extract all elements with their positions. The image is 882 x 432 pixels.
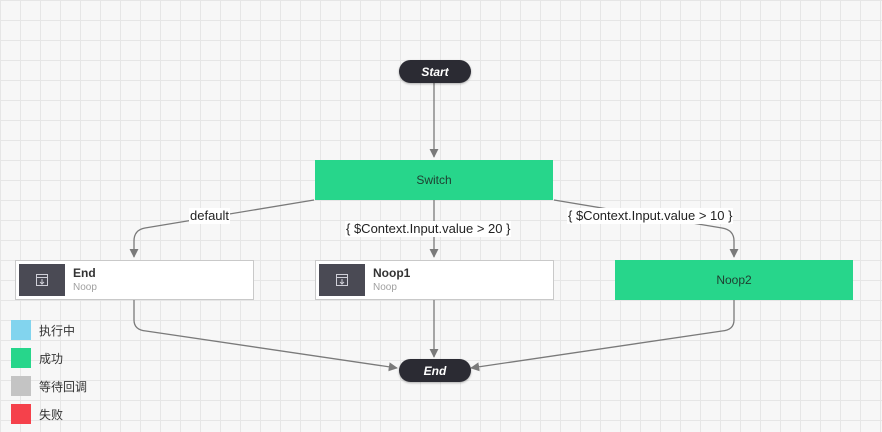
legend-swatch-waiting (11, 376, 31, 396)
edge-switch-noop2 (553, 199, 739, 258)
noop1-type: Noop (373, 281, 397, 293)
legend-label-success: 成功 (39, 351, 64, 366)
status-legend: 执行中 成功 等待回调 失败 (11, 320, 87, 432)
start-node[interactable]: Start (399, 60, 471, 83)
end-task-node[interactable]: End Noop (15, 260, 254, 300)
task-icon (19, 264, 65, 296)
start-node-label: Start (421, 64, 449, 79)
noop1-node[interactable]: Noop1 Noop (315, 260, 554, 300)
noop2-node[interactable]: Noop2 (615, 260, 853, 300)
legend-item-waiting: 等待回调 (11, 376, 87, 396)
task-icon (319, 264, 365, 296)
legend-swatch-success (11, 348, 31, 368)
legend-swatch-failed (11, 404, 31, 424)
edge-noop2-end (470, 300, 735, 372)
switch-node-label: Switch (416, 173, 452, 187)
legend-swatch-running (11, 320, 31, 340)
legend-item-success: 成功 (11, 348, 87, 368)
edge-end-task-end (133, 300, 398, 372)
switch-node[interactable]: Switch (315, 160, 553, 200)
end-node-label: End (423, 363, 447, 378)
edge-label-cond-10: { $Context.Input.value > 10 } (567, 208, 734, 224)
legend-item-running: 执行中 (11, 320, 87, 340)
noop2-node-label: Noop2 (716, 273, 752, 287)
edge-label-cond-20: { $Context.Input.value > 20 } (345, 221, 512, 237)
legend-label-running: 执行中 (39, 323, 76, 338)
legend-label-waiting: 等待回调 (39, 379, 88, 394)
edge-label-default: default (189, 208, 231, 224)
legend-label-failed: 失败 (39, 407, 64, 422)
legend-item-failed: 失败 (11, 404, 87, 424)
end-task-type: Noop (73, 281, 97, 293)
end-node[interactable]: End (399, 359, 471, 382)
end-task-title: End (73, 266, 96, 281)
edge-switch-end-task (129, 199, 315, 258)
noop1-title: Noop1 (373, 266, 411, 281)
